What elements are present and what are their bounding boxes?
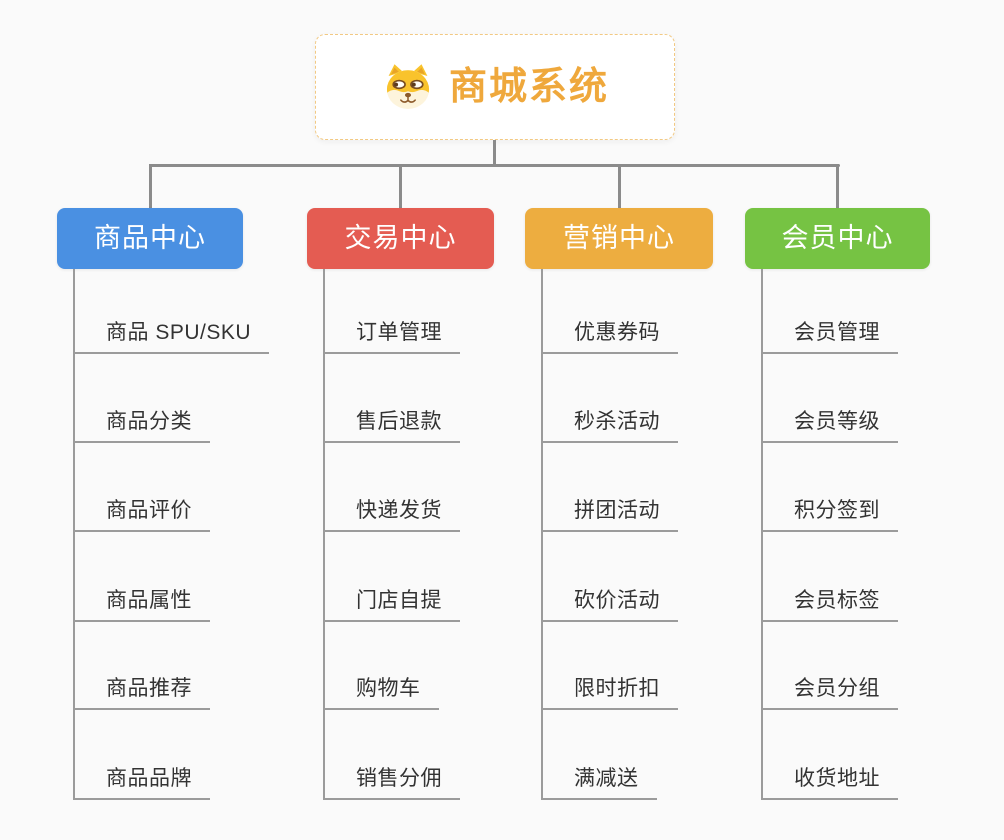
leaf-label: 积分签到 xyxy=(794,499,880,522)
leaf-label: 会员管理 xyxy=(794,321,880,344)
branch-label: 交易中心 xyxy=(344,223,457,253)
branch-header[interactable]: 交易中心 xyxy=(307,208,494,269)
leaf-label: 售后退款 xyxy=(356,410,442,433)
leaf-node[interactable]: 会员管理 xyxy=(761,318,898,354)
leaf-node[interactable]: 销售分佣 xyxy=(323,764,460,800)
leaf-node[interactable]: 商品分类 xyxy=(73,407,210,443)
leaf-node[interactable]: 收货地址 xyxy=(761,764,898,800)
branch-spine-line xyxy=(323,269,325,800)
branch-spine-line xyxy=(541,269,543,800)
leaf-node[interactable]: 优惠券码 xyxy=(541,318,678,354)
leaf-label: 购物车 xyxy=(356,677,421,700)
leaf-node[interactable]: 订单管理 xyxy=(323,318,460,354)
leaf-label: 商品评价 xyxy=(106,499,192,522)
connector-horizontal-bar xyxy=(149,164,840,167)
leaf-label: 拼团活动 xyxy=(574,499,660,522)
branch-label: 营销中心 xyxy=(563,223,675,253)
branch-spine-line xyxy=(761,269,763,800)
leaf-label: 秒杀活动 xyxy=(574,410,660,433)
leaf-node[interactable]: 会员分组 xyxy=(761,674,898,710)
branch-label: 商品中心 xyxy=(94,223,206,253)
leaf-node[interactable]: 砍价活动 xyxy=(541,586,678,622)
connector-branch-drop xyxy=(617,164,621,208)
leaf-label: 门店自提 xyxy=(356,589,442,612)
leaf-label: 商品 SPU/SKU xyxy=(106,321,252,344)
leaf-label: 商品属性 xyxy=(106,589,192,612)
leaf-label: 订单管理 xyxy=(356,321,442,344)
leaf-node[interactable]: 商品属性 xyxy=(73,586,210,622)
leaf-label: 会员等级 xyxy=(794,410,880,433)
branch-header[interactable]: 会员中心 xyxy=(745,208,930,269)
leaf-node[interactable]: 秒杀活动 xyxy=(541,407,678,443)
leaf-node[interactable]: 购物车 xyxy=(323,674,439,710)
leaf-node[interactable]: 限时折扣 xyxy=(541,674,678,710)
leaf-node[interactable]: 快递发货 xyxy=(323,496,460,532)
branch-label: 会员中心 xyxy=(781,223,894,253)
shiba-dog-icon xyxy=(381,62,435,112)
connector-branch-drop xyxy=(399,164,402,208)
leaf-label: 商品分类 xyxy=(106,410,192,433)
leaf-label: 快递发货 xyxy=(356,499,442,522)
root-node[interactable]: 商城系统 xyxy=(315,34,675,140)
leaf-node[interactable]: 会员等级 xyxy=(761,407,898,443)
connector-branch-drop xyxy=(836,164,839,208)
leaf-label: 收货地址 xyxy=(794,767,880,790)
branch-spine-line xyxy=(73,269,75,800)
connector-root-stem xyxy=(493,140,496,167)
leaf-node[interactable]: 商品评价 xyxy=(73,496,210,532)
branch-header[interactable]: 营销中心 xyxy=(525,208,713,269)
connector-branch-drop xyxy=(148,164,152,208)
leaf-node[interactable]: 商品 SPU/SKU xyxy=(73,318,270,354)
branch-header[interactable]: 商品中心 xyxy=(57,208,243,269)
leaf-node[interactable]: 积分签到 xyxy=(761,496,898,532)
leaf-label: 会员标签 xyxy=(794,589,880,612)
leaf-node[interactable]: 商品品牌 xyxy=(73,764,210,800)
leaf-label: 商品推荐 xyxy=(106,677,192,700)
leaf-label: 限时折扣 xyxy=(574,677,660,700)
root-title: 商城系统 xyxy=(448,66,609,108)
leaf-label: 会员分组 xyxy=(794,677,880,700)
leaf-node[interactable]: 满减送 xyxy=(541,764,657,800)
leaf-node[interactable]: 会员标签 xyxy=(761,586,898,622)
leaf-label: 满减送 xyxy=(574,767,639,790)
leaf-node[interactable]: 售后退款 xyxy=(323,407,460,443)
leaf-node[interactable]: 商品推荐 xyxy=(73,674,210,710)
leaf-node[interactable]: 拼团活动 xyxy=(541,496,678,532)
leaf-node[interactable]: 门店自提 xyxy=(323,586,460,622)
leaf-label: 砍价活动 xyxy=(574,589,660,612)
leaf-label: 销售分佣 xyxy=(356,767,442,790)
leaf-label: 商品品牌 xyxy=(106,767,192,790)
leaf-label: 优惠券码 xyxy=(574,321,660,344)
